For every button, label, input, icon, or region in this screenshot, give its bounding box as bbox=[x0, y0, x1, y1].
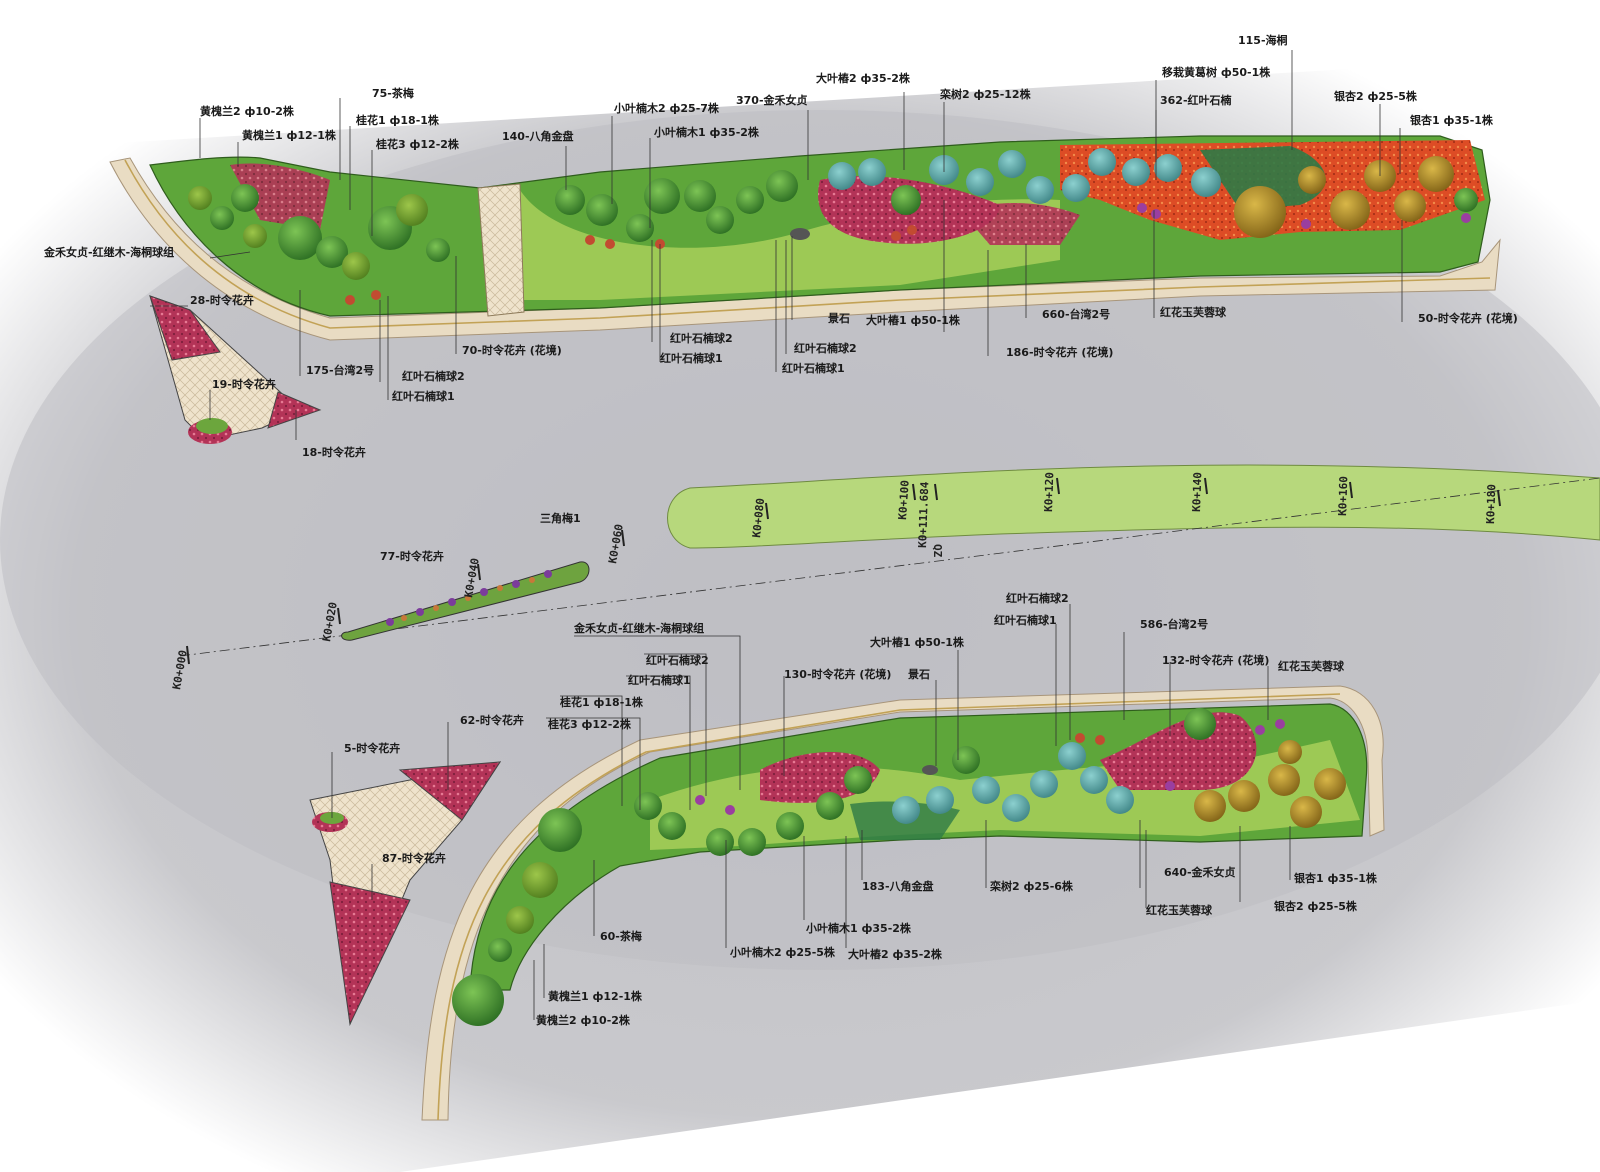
label-dayerong2-bottom: 大叶樁2 ф35-2株 bbox=[848, 947, 943, 961]
label-jingshi-bottom: 景石 bbox=[907, 668, 930, 681]
label-hongyeshinanqiu2-b: 红叶石楠球2 bbox=[670, 331, 733, 345]
label-huangjuelan2-top: 黄槐兰2 ф10-2株 bbox=[200, 104, 295, 118]
top-flower-bed-red-3 bbox=[960, 203, 1080, 245]
label-yinxing1-bottom: 银杏1 ф35-1株 bbox=[1294, 871, 1378, 885]
bottom-label-group: 金禾女贞-红继木-海桐球组 红叶石楠球2 红叶石楠球1 桂花1 ф18-1株 桂… bbox=[344, 591, 1378, 1027]
chainage-k0-160: K0+160 bbox=[1336, 476, 1350, 516]
label-flower186: 186-时令花卉 (花境) bbox=[1006, 345, 1113, 359]
bottom-trees bbox=[452, 708, 1346, 1026]
label-dayerong2-top: 大叶樁2 ф35-2株 bbox=[816, 71, 911, 85]
label-yinxing2-bottom: 银杏2 ф25-5株 bbox=[1274, 899, 1358, 913]
label-jinhenvzhen-top: 370-金禾女贞 bbox=[736, 93, 808, 107]
label-guihua3-bottom: 桂花3 ф12-2株 bbox=[547, 717, 632, 731]
label-jinhenvzhen-bottom: 640-金禾女贞 bbox=[1164, 865, 1236, 879]
label-bajiaojinpan-top: 140-八角金盘 bbox=[502, 129, 574, 143]
label-chamei-bottom: 60-茶梅 bbox=[600, 929, 642, 943]
label-guihua1-bottom: 桂花1 ф18-1株 bbox=[559, 695, 644, 709]
label-hongyufurong-bottom-b: 红花玉芙蓉球 bbox=[1146, 903, 1213, 917]
label-ball-group-bottom: 金禾女贞-红继木-海桐球组 bbox=[573, 621, 704, 635]
top-planting-strip bbox=[109, 135, 1501, 341]
top-flower-bed-red-1 bbox=[230, 163, 330, 230]
label-hongyeshinanqiu1-b: 红叶石楠球1 bbox=[660, 351, 723, 365]
chainage-k0-111-684: K0+111.684 bbox=[916, 481, 931, 548]
label-luanshu2-top: 栾树2 ф25-12株 bbox=[939, 87, 1032, 101]
label-flower87: 87-时令花卉 bbox=[382, 851, 446, 865]
bottom-flower-bed-red-2 bbox=[1100, 712, 1257, 790]
label-huangjuelan2-bottom: 黄槐兰2 ф10-2株 bbox=[536, 1013, 631, 1027]
label-taiwan2-586: 586-台湾2号 bbox=[1140, 617, 1208, 631]
bottom-left-island bbox=[309, 761, 502, 1026]
label-hongyeshinanqiu1-e: 红叶石楠球1 bbox=[994, 613, 1057, 627]
chainage-k0-080: K0+080 bbox=[750, 497, 767, 538]
label-flower62: 62-时令花卉 bbox=[460, 713, 524, 727]
label-hongyeshinanqiu2-a: 红叶石楠球2 bbox=[402, 369, 465, 383]
label-hongyufurong-top: 红花玉芙蓉球 bbox=[1160, 305, 1227, 319]
label-xiaoyenanmu1-top: 小叶楠木1 ф35-2株 bbox=[653, 125, 760, 139]
label-hongyeshinanqiu1-a: 红叶石楠球1 bbox=[392, 389, 455, 403]
label-xiaoyenanmu2-bottom: 小叶楠木2 ф25-5株 bbox=[729, 945, 836, 959]
label-flower132: 132-时令花卉 (花境) bbox=[1162, 653, 1269, 667]
label-dayerong1-top: 大叶樁1 ф50-1株 bbox=[866, 313, 961, 327]
label-chamei-top: 75-茶梅 bbox=[372, 86, 414, 100]
chainage-k0-120: K0+120 bbox=[1042, 472, 1056, 512]
label-flower18: 18-时令花卉 bbox=[302, 445, 366, 459]
label-hongyeshinanqiu1-d: 红叶石楠球1 bbox=[628, 673, 691, 687]
label-yinxing2-top: 银杏2 ф25-5株 bbox=[1334, 89, 1418, 103]
label-dayerong1-bottom: 大叶樁1 ф50-1株 bbox=[870, 635, 965, 649]
label-taiwan2-175: 175-台湾2号 bbox=[306, 363, 374, 377]
label-luanshu2-bottom: 栾树2 ф25-6株 bbox=[989, 879, 1074, 893]
bottom-sidewalk bbox=[421, 685, 1385, 1121]
middle-label-group: 三角梅1 77-时令花卉 K0+000 K0+020 K0+040 K0+060… bbox=[170, 472, 1498, 691]
chainage-k0-180: K0+180 bbox=[1484, 484, 1498, 524]
chainage-qz: QZ bbox=[931, 544, 944, 558]
top-scenery-rock bbox=[790, 228, 810, 240]
label-flower70: 70-时令花卉 (花境) bbox=[462, 343, 562, 357]
label-ball-group-top: 金禾女贞-红继木-海桐球组 bbox=[43, 245, 174, 259]
label-bajiaojinpan-bottom: 183-八角金盘 bbox=[862, 879, 934, 893]
label-flower50: 50-时令花卉 (花境) bbox=[1418, 311, 1518, 325]
label-huangjuelan1-top: 黄槐兰1 ф12-1株 bbox=[242, 128, 337, 142]
chainage-k0-100: K0+100 bbox=[896, 480, 912, 521]
label-hongyeshinanqiu2-c: 红叶石楠球2 bbox=[794, 341, 857, 355]
leader-lines bbox=[150, 50, 1403, 1020]
top-paving-crossing bbox=[477, 183, 525, 317]
label-hongyeshinanqiu2-e: 红叶石楠球2 bbox=[1006, 591, 1069, 605]
label-hongyeshinanqiu1-c: 红叶石楠球1 bbox=[782, 361, 845, 375]
central-median bbox=[179, 464, 1600, 665]
bottom-planting-strip bbox=[421, 685, 1385, 1121]
top-left-island bbox=[149, 295, 322, 444]
label-flower77: 77-时令花卉 bbox=[380, 549, 444, 563]
label-huangjuelan1-bottom: 黄槐兰1 ф12-1株 bbox=[548, 989, 643, 1003]
label-xiaoyenanmu2-top: 小叶楠木2 ф25-7株 bbox=[613, 101, 720, 115]
label-flower5: 5-时令花卉 bbox=[344, 741, 400, 755]
label-hongyeshinanqiu2-d: 红叶石楠球2 bbox=[646, 653, 709, 667]
label-xiaoyenanmu1-bottom: 小叶楠木1 ф35-2株 bbox=[805, 921, 912, 935]
label-guihua3-top: 桂花3 ф12-2株 bbox=[375, 137, 460, 151]
top-label-group: 黄槐兰2 ф10-2株 黄槐兰1 ф12-1株 75-茶梅 桂花1 ф18-1株… bbox=[43, 33, 1518, 459]
label-jingshi-top: 景石 bbox=[827, 312, 850, 325]
label-hongyeshinan-top: 362-红叶石楠 bbox=[1160, 93, 1232, 107]
label-haitong-top: 115-海桐 bbox=[1238, 33, 1288, 47]
label-guihua1-top: 桂花1 ф18-1株 bbox=[355, 113, 440, 127]
label-hongyufurong-bottom-a: 红花玉芙蓉球 bbox=[1278, 659, 1345, 673]
chainage-k0-140: K0+140 bbox=[1190, 472, 1204, 512]
top-trees bbox=[188, 148, 1478, 280]
label-flower19: 19-时令花卉 bbox=[212, 377, 276, 391]
label-sanjiaomei1: 三角梅1 bbox=[540, 511, 581, 525]
bottom-scenery-rock bbox=[922, 765, 938, 775]
label-flower130: 130-时令花卉 (花境) bbox=[784, 667, 891, 681]
label-flower28: 28-时令花卉 bbox=[190, 293, 254, 307]
label-taiwan2-660: 660-台湾2号 bbox=[1042, 307, 1110, 321]
label-yinxing1-top: 银杏1 ф35-1株 bbox=[1410, 113, 1494, 127]
label-yizai-huanggeshu: 移栽黄葛树 ф50-1株 bbox=[1162, 65, 1271, 79]
top-sidewalk bbox=[109, 157, 1501, 341]
